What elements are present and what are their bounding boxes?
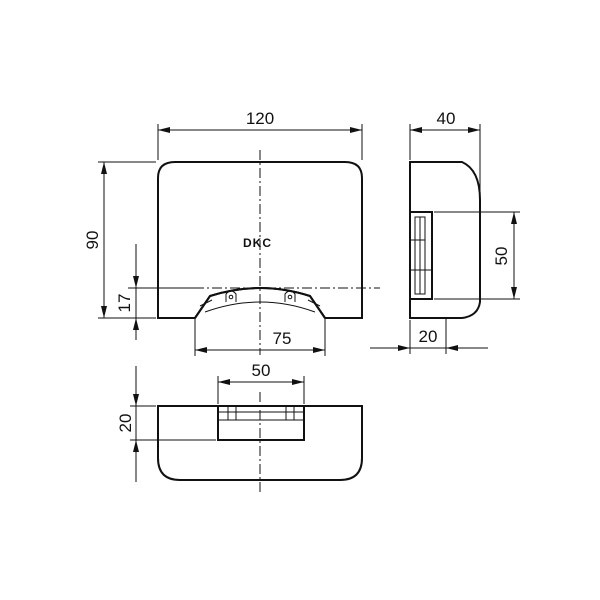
screw-left-hole [228, 294, 234, 300]
dim-label-75: 75 [273, 329, 292, 348]
dim-label-40: 40 [437, 109, 456, 128]
screw-right [284, 290, 296, 302]
dim-label-50-side: 50 [492, 247, 511, 266]
dim-label-50-bottom: 50 [252, 361, 271, 380]
dim-slot-width-50: 50 [217, 361, 305, 404]
dim-label-17: 17 [115, 294, 134, 313]
screw-left [225, 290, 237, 302]
cable-entry-plate [194, 287, 326, 319]
dim-slot-depth-20: 20 [116, 366, 216, 482]
dim-depth-40: 40 [409, 109, 481, 196]
dim-clip-height-50: 50 [434, 211, 520, 300]
dim-clip-depth-20: 20 [370, 318, 488, 354]
bottom-slot [217, 405, 305, 441]
dim-label-20-side: 20 [419, 327, 438, 346]
side-housing-outline [409, 161, 481, 319]
dim-label-90: 90 [83, 231, 102, 250]
bottom-view: 50 20 [116, 361, 363, 492]
bottom-housing-outline [157, 405, 363, 481]
front-view: DKC 120 90 17 [83, 109, 380, 356]
brand-logo: DKC [243, 236, 272, 250]
screw-right-hole [287, 294, 293, 300]
side-view: 40 50 20 [370, 109, 520, 354]
dim-entry-width-75: 75 [194, 318, 326, 356]
dim-height-90: 90 [83, 161, 156, 319]
dim-width-120: 120 [157, 109, 363, 160]
side-clip-outer [409, 211, 433, 300]
entry-screws [199, 290, 321, 307]
dim-label-20-bottom: 20 [116, 414, 135, 433]
entry-tab-left [199, 299, 213, 307]
dim-entry-height-17: 17 [115, 244, 196, 340]
entry-tab-right [307, 299, 321, 307]
dim-label-120: 120 [246, 109, 274, 128]
